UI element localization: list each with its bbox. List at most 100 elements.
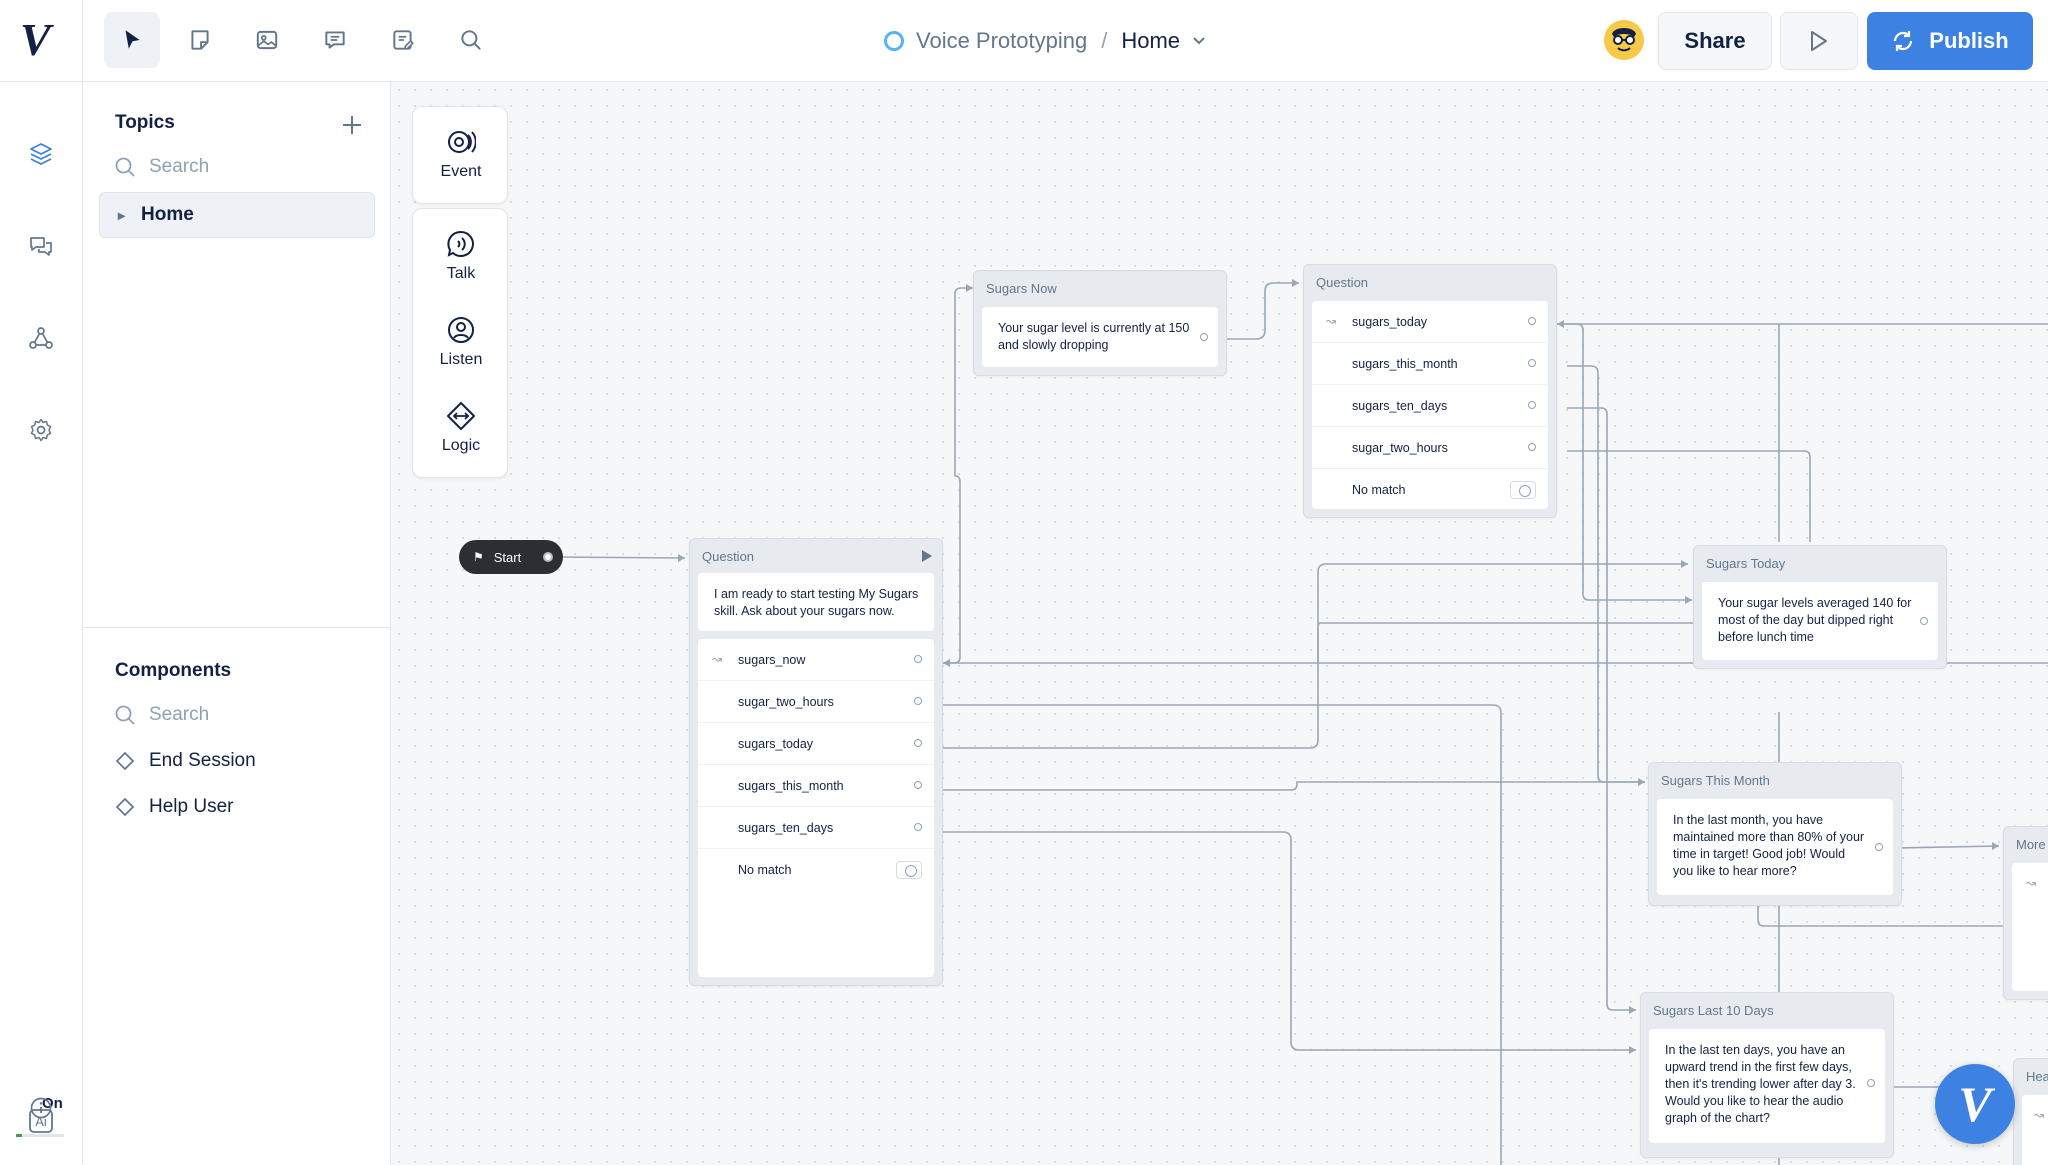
rail-integrations-button[interactable] — [24, 321, 58, 355]
intent-list: ↝ sugars_now sugar_two_hours sugars_toda… — [698, 639, 934, 977]
run-prototype-button[interactable] — [1780, 12, 1858, 70]
speak-port[interactable] — [1920, 617, 1928, 625]
speak-port[interactable] — [1875, 843, 1883, 851]
palette-talk-label: Talk — [446, 265, 476, 282]
search-icon — [461, 30, 481, 50]
rail-info-button[interactable] — [24, 1091, 58, 1125]
talk-icon — [447, 230, 474, 257]
avatar-face-icon — [1604, 20, 1644, 60]
block-title: Question — [1316, 275, 1369, 290]
palette-logic[interactable]: Logic — [413, 401, 509, 455]
components-search-placeholder: Search — [149, 704, 210, 725]
intent-row[interactable]: sugars_this_month — [698, 765, 934, 807]
block-partial[interactable]: Hea ↝ — [2013, 1058, 2048, 1165]
edit-note-tool-button[interactable] — [375, 12, 431, 68]
edit-note-icon — [393, 30, 414, 50]
comment-tool-button[interactable] — [307, 12, 363, 68]
rail-layers-button[interactable] — [24, 137, 58, 171]
no-match-row[interactable]: No match — [698, 849, 934, 891]
block-title: Question — [702, 549, 755, 564]
intent-row[interactable]: sugars_today — [698, 723, 934, 765]
components-search[interactable]: Search — [113, 700, 373, 730]
block-title: Sugars This Month — [1661, 773, 1770, 788]
block-more[interactable]: More ↝ — [2003, 826, 2048, 1000]
start-node[interactable]: ⚑ Start — [459, 540, 563, 574]
intent-row[interactable]: sugar_two_hours — [1312, 427, 1548, 469]
component-item-end-session[interactable]: End Session — [115, 746, 256, 776]
question-block-main[interactable]: Question I am ready to start testing My … — [689, 538, 943, 986]
route-icon: ↝ — [2034, 1108, 2045, 1122]
speak-text: Your sugar levels averaged 140 for most … — [1718, 596, 1912, 644]
prompt-card[interactable]: I am ready to start testing My Sugars sk… — [698, 573, 934, 631]
start-port[interactable] — [543, 552, 553, 562]
sticky-note-tool-button[interactable] — [172, 12, 228, 68]
block-card: ↝ — [2022, 1095, 2048, 1165]
palette-event[interactable]: Event — [413, 127, 509, 181]
speak-block-sugars-10-days[interactable]: Sugars Last 10 Days In the last ten days… — [1640, 992, 1894, 1158]
speak-port[interactable] — [1867, 1079, 1875, 1087]
block-title: Sugars Last 10 Days — [1653, 1003, 1774, 1018]
topics-search[interactable]: Search — [113, 152, 373, 182]
breadcrumb: Voice Prototyping / Home — [884, 24, 1206, 58]
rail-conversations-button[interactable] — [24, 229, 58, 263]
intent-port[interactable] — [914, 697, 922, 705]
search-icon — [115, 157, 135, 177]
chevron-right-icon[interactable]: ▸ — [118, 206, 126, 223]
intent-row[interactable]: sugars_this_month — [1312, 343, 1548, 385]
intent-port[interactable] — [914, 781, 922, 789]
no-match-row[interactable]: No match — [1312, 469, 1548, 511]
app-logo[interactable]: V — [20, 14, 51, 65]
logic-icon — [447, 402, 475, 430]
speak-card[interactable]: In the last ten days, you have an upward… — [1649, 1029, 1885, 1143]
palette-talk[interactable]: Talk — [413, 229, 509, 283]
start-label: Start — [493, 549, 522, 565]
speak-text: Your sugar level is currently at 150 and… — [998, 321, 1190, 352]
add-topic-icon[interactable] — [337, 110, 367, 140]
play-icon[interactable] — [922, 550, 932, 562]
speak-card[interactable]: In the last month, you have maintained m… — [1657, 799, 1893, 895]
rail-settings-button[interactable] — [24, 413, 58, 447]
intent-port[interactable] — [1528, 359, 1536, 367]
image-tool-button[interactable] — [239, 12, 295, 68]
speak-card[interactable]: Your sugar levels averaged 140 for most … — [1702, 582, 1938, 660]
share-button[interactable]: Share — [1658, 12, 1772, 70]
breadcrumb-page[interactable]: Home — [1121, 28, 1181, 53]
intent-port[interactable] — [1528, 401, 1536, 409]
intent-row[interactable]: sugars_ten_days — [1312, 385, 1548, 427]
layers-icon — [30, 143, 52, 165]
chat-bubbles-icon — [30, 237, 52, 256]
speak-block-sugars-month[interactable]: Sugars This Month In the last month, you… — [1648, 762, 1902, 906]
gear-icon — [30, 418, 52, 442]
component-item-help-user[interactable]: Help User — [115, 792, 233, 822]
speak-block-sugars-now[interactable]: Sugars Now Your sugar level is currently… — [973, 270, 1227, 376]
flow-canvas[interactable]: Event Talk Listen Logic ⚑ Start Question… — [391, 82, 2048, 1165]
topic-item-home[interactable]: ▸ Home — [99, 192, 375, 238]
intent-port[interactable] — [914, 823, 922, 831]
intent-port[interactable] — [914, 739, 922, 747]
intent-port[interactable] — [1528, 443, 1536, 451]
question-block-secondary[interactable]: Question ↝ sugars_today sugars_this_mont… — [1303, 264, 1557, 518]
assistant-fab[interactable]: V — [1935, 1064, 2015, 1144]
intent-port[interactable] — [1528, 317, 1536, 325]
speak-port[interactable] — [1200, 333, 1208, 341]
user-avatar[interactable] — [1604, 20, 1644, 60]
no-match-icon[interactable] — [896, 861, 922, 879]
speak-card[interactable]: Your sugar level is currently at 150 and… — [982, 307, 1218, 367]
intent-row[interactable]: sugars_ten_days — [698, 807, 934, 849]
intent-row[interactable]: ↝ sugars_today — [1312, 301, 1548, 343]
publish-button[interactable]: Publish — [1867, 12, 2033, 70]
speak-block-sugars-today[interactable]: Sugars Today Your sugar levels averaged … — [1693, 545, 1947, 669]
project-status-icon — [884, 31, 904, 51]
pointer-tool-button[interactable] — [104, 12, 160, 68]
intent-port[interactable] — [914, 655, 922, 663]
no-match-icon[interactable] — [1510, 481, 1536, 499]
intent-row[interactable]: sugar_two_hours — [698, 681, 934, 723]
breadcrumb-project[interactable]: Voice Prototyping — [916, 28, 1088, 53]
left-icon-rail: On Ai — [0, 82, 83, 1165]
pointer-icon — [125, 30, 140, 49]
palette-listen[interactable]: Listen — [413, 315, 509, 369]
search-tool-button[interactable] — [443, 12, 499, 68]
speak-text: In the last ten days, you have an upward… — [1665, 1043, 1856, 1125]
intent-row[interactable]: ↝ sugars_now — [698, 639, 934, 681]
chevron-down-icon[interactable] — [1192, 36, 1206, 46]
